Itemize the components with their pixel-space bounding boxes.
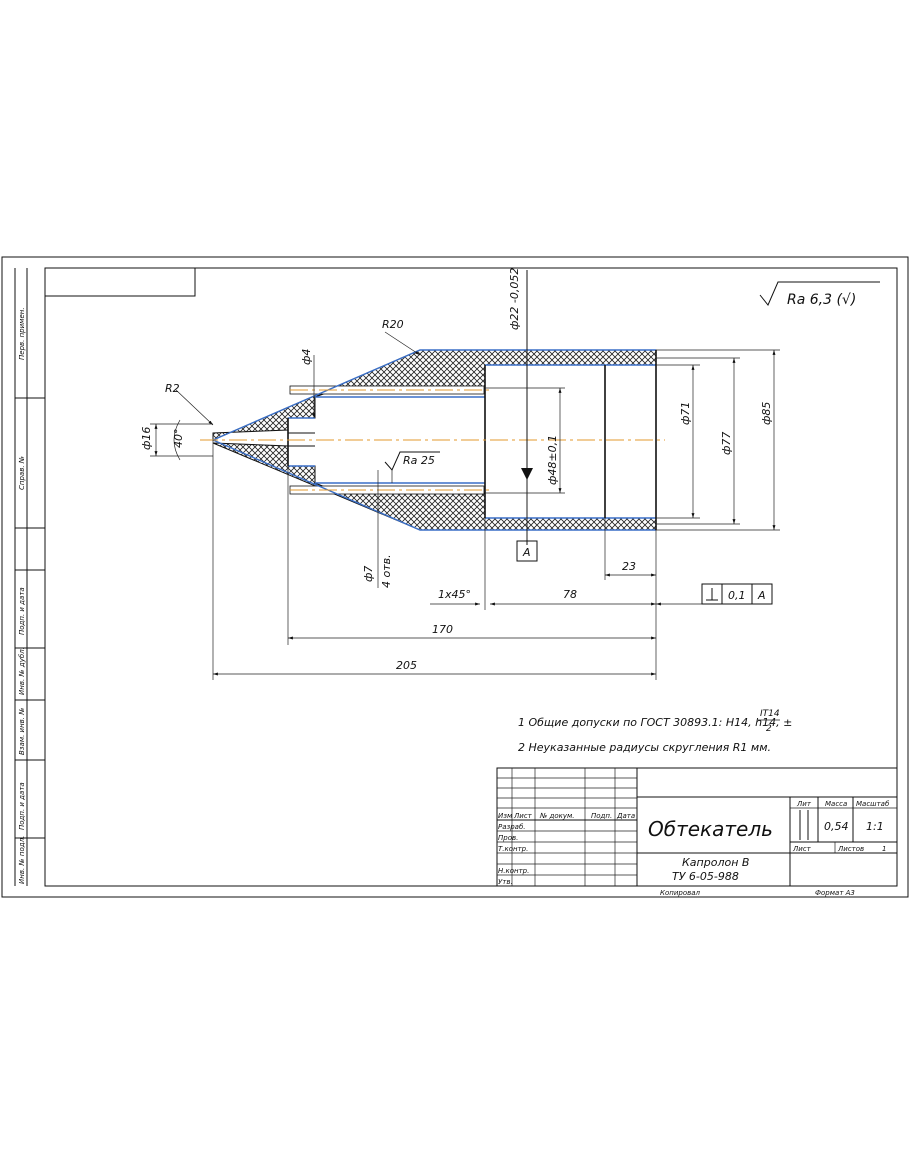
side-label-podp-data-1: Подп. и дата xyxy=(18,587,26,635)
dim-chamfer: 1x45° xyxy=(438,588,471,601)
side-label-podp-data-2: Подп. и дата xyxy=(18,782,26,830)
datum-box xyxy=(516,540,538,562)
perp-reference: A xyxy=(757,589,766,602)
side-label-vzam-inv: Взам. инв. № xyxy=(18,707,26,755)
note-fraction-numerator: IT14 xyxy=(760,709,780,719)
dim-len78: 78 xyxy=(563,588,577,601)
title-block: Изм Лист № докум. Подп. Дата Разраб. Про… xyxy=(496,767,898,887)
side-label-sprav: Справ. № xyxy=(18,456,26,490)
svg-text:Ra 6,3 (√): Ra 6,3 (√) xyxy=(787,292,856,308)
svg-text:Изм: Изм xyxy=(498,812,513,820)
svg-text:Т.контр.: Т.контр. xyxy=(498,845,528,853)
svg-text:Утв.: Утв. xyxy=(498,878,513,886)
dim-holes: 4 отв. xyxy=(380,554,393,588)
part-name: Обтекатель xyxy=(648,817,773,841)
svg-text:Масса: Масса xyxy=(825,800,847,808)
dim-d22: ф22 -0,052 xyxy=(508,268,521,330)
dim-r2: R2 xyxy=(165,382,180,395)
dim-d7: ф7 xyxy=(362,566,375,582)
dim-angle: 40° xyxy=(172,429,185,449)
technical-notes: 1 Общие допуски по ГОСТ 30893.1: H14, h1… xyxy=(518,709,792,754)
perp-tolerance: 0,1 xyxy=(728,589,746,602)
sheet-outer-border xyxy=(1,256,909,898)
dim-d16: ф16 xyxy=(140,427,153,450)
scale-value: 1:1 xyxy=(866,820,884,833)
note-1: 1 Общие допуски по ГОСТ 30893.1: H14, h1… xyxy=(518,716,792,729)
svg-text:Подп.: Подп. xyxy=(591,812,612,820)
svg-text:Лист: Лист xyxy=(513,812,533,820)
dim-d4: ф4 xyxy=(300,349,313,365)
svg-text:1: 1 xyxy=(882,845,886,853)
dim-d48: ф48±0,1 xyxy=(546,435,559,485)
dimensions: R2 R20 ф4 ф16 40° ф22 -0,052 ф48±0,1 ф71… xyxy=(140,268,780,680)
svg-text:Пров.: Пров. xyxy=(498,834,518,842)
mass-value: 0,54 xyxy=(824,820,849,833)
sheet-frame xyxy=(44,267,898,887)
svg-text:№ докум.: № докум. xyxy=(539,812,575,820)
material-line-2: ТУ 6-05-988 xyxy=(672,870,739,883)
dim-len170: 170 xyxy=(432,623,453,636)
copied-label: Копировал xyxy=(660,889,701,897)
dim-len205: 205 xyxy=(396,659,417,672)
svg-text:Масштаб: Масштаб xyxy=(856,800,890,808)
top-left-stamp-box xyxy=(44,267,196,297)
side-label-inv-podl: Инв. № подл. xyxy=(18,836,26,884)
svg-text:Н.контр.: Н.контр. xyxy=(498,867,529,875)
format-label: Формат A3 xyxy=(815,889,855,897)
dim-d71: ф71 xyxy=(679,402,692,425)
note-fraction-denominator: 2 xyxy=(766,724,772,734)
general-roughness-symbol: Ra 6,3 (√) xyxy=(759,281,880,308)
svg-text:Листов: Листов xyxy=(837,845,864,853)
material-line-1: Капролон В xyxy=(682,856,749,869)
dim-len23: 23 xyxy=(622,560,636,573)
side-label-inv-dubl: Инв. № дубл. xyxy=(18,647,26,695)
svg-text:Лист: Лист xyxy=(792,845,812,853)
datum-label: A xyxy=(522,546,531,559)
side-label-perv-primen: Перв. примен. xyxy=(18,307,26,360)
dim-d85: ф85 xyxy=(760,402,773,425)
perpendicularity-frame xyxy=(701,583,773,605)
part-section xyxy=(200,270,665,545)
note-2: 2 Неуказанные радиусы скругления R1 мм. xyxy=(518,741,771,754)
svg-text:Разраб.: Разраб. xyxy=(498,823,526,831)
left-side-strip: Перв. примен. Справ. № Подп. и дата Инв.… xyxy=(14,268,45,886)
svg-text:Дата: Дата xyxy=(616,812,635,820)
dim-d77: ф77 xyxy=(720,432,733,455)
roughness-inner: Ra 25 xyxy=(403,454,435,467)
dim-r20: R20 xyxy=(382,318,404,331)
svg-text:Лит: Лит xyxy=(796,800,812,808)
